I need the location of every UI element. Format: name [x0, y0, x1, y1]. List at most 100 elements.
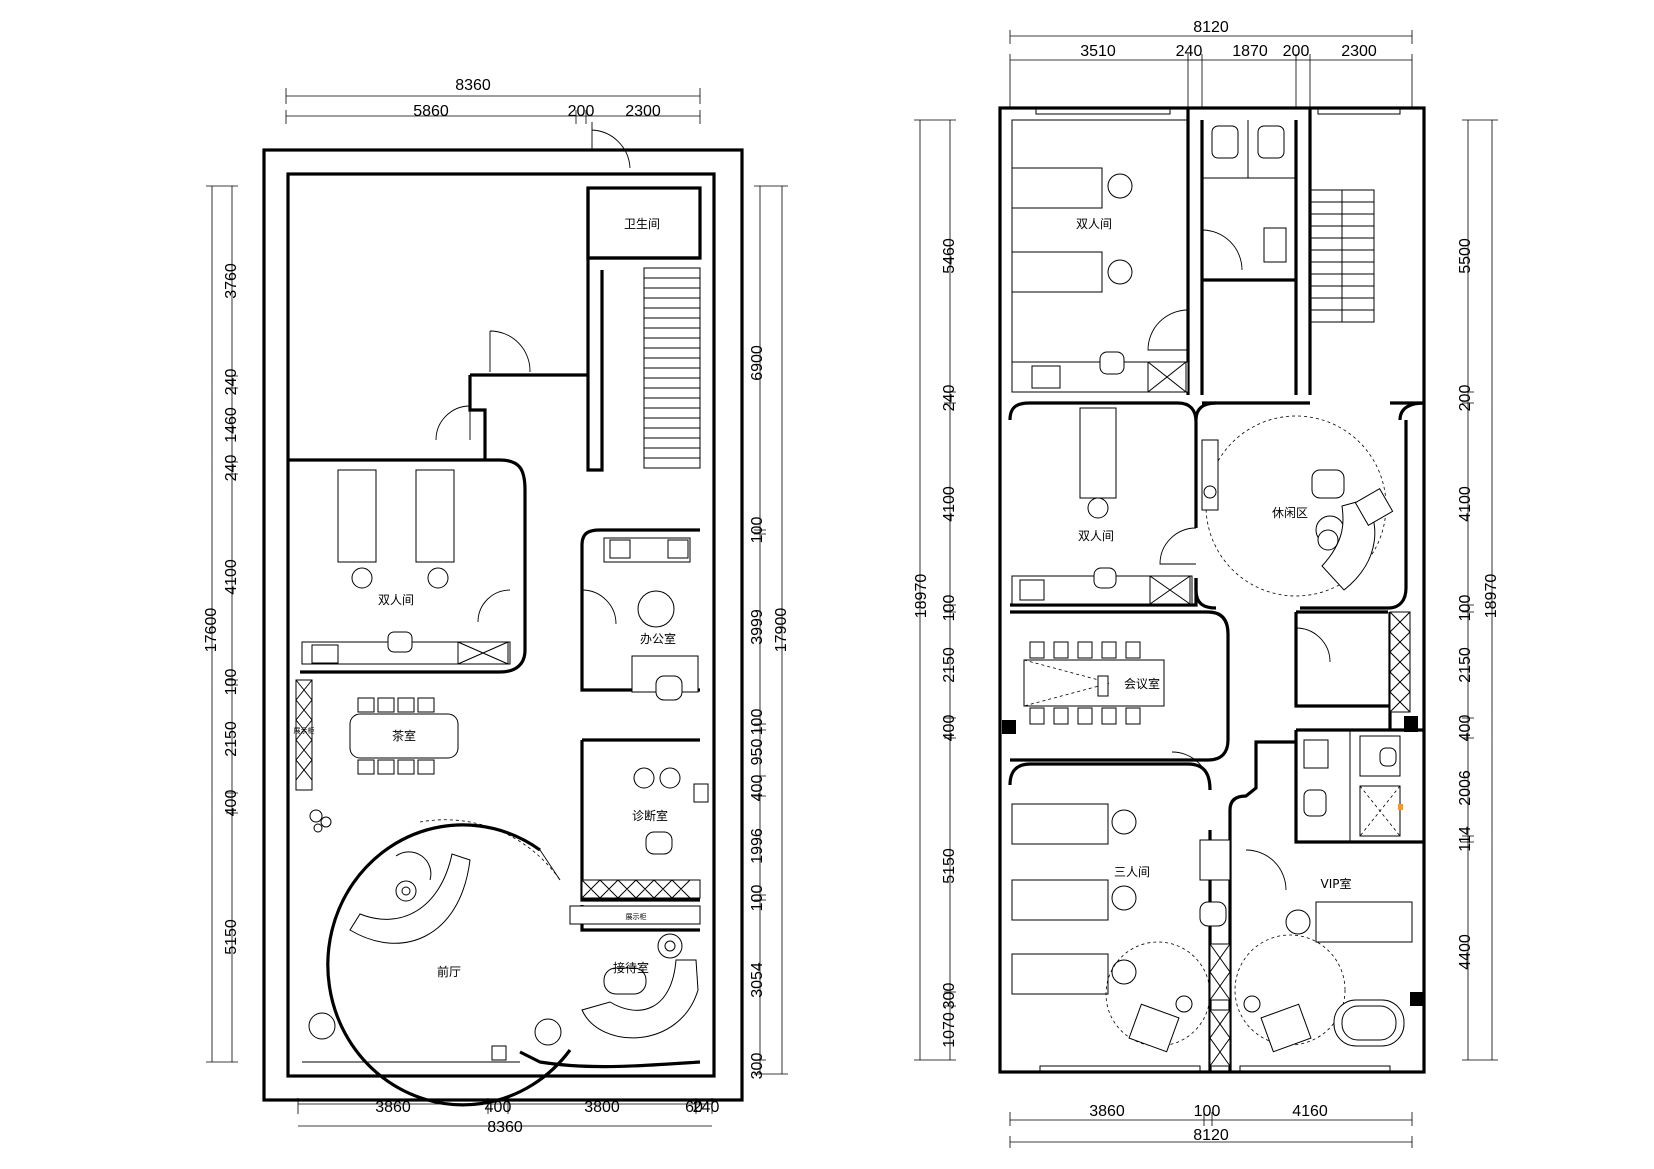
left-label-cabinet-right: 展示柜 [626, 912, 647, 921]
right-left-total: 18970 [913, 574, 930, 619]
left-diagnosis-room [581, 767, 709, 899]
right-right-seg-5: 2150 [1457, 647, 1474, 683]
right-top-total: 8120 [1193, 19, 1229, 36]
right-left-seg-3: 4100 [941, 486, 958, 522]
right-lounge [1194, 401, 1425, 610]
right-outer-walls [998, 106, 1426, 1074]
right-top-seg-2: 240 [1176, 43, 1203, 60]
right-stairs [1309, 189, 1375, 323]
left-label-lobby: 前厅 [437, 964, 461, 979]
left-bottom-total: 8360 [487, 1119, 523, 1136]
right-right-seg-6: 400 [1457, 715, 1474, 742]
left-bottom-seg-5: 240 [693, 1099, 720, 1116]
left-label-office: 办公室 [640, 631, 676, 646]
left-label-double-room: 双人间 [378, 593, 414, 607]
right-left-seg-6: 400 [941, 715, 958, 742]
right-left-seg-2: 240 [941, 385, 958, 412]
left-stair-walls [586, 188, 700, 472]
right-bathroom [1201, 120, 1296, 271]
left-reception [569, 905, 701, 1039]
left-bottom-seg-4: 60 [685, 1099, 703, 1116]
left-left-seg-3: 1460 [223, 407, 240, 443]
right-top-seg-5: 2300 [1341, 43, 1377, 60]
right-meeting-room [1002, 610, 1230, 762]
right-top-seg-1: 3510 [1080, 43, 1116, 60]
right-right-total: 18970 [1483, 574, 1500, 619]
right-label-double-room-b: 双人间 [1078, 529, 1114, 543]
right-triple-room [1008, 751, 1232, 1072]
right-floor-plan: 8120 3510 240 1870 200 2300 3860 100 416… [913, 19, 1500, 1148]
right-top-dimensions: 8120 3510 240 1870 200 2300 [1009, 19, 1413, 108]
left-right-seg-2: 100 [749, 517, 766, 544]
right-bottom-seg-3: 4160 [1292, 1103, 1328, 1120]
right-left-seg-5: 2150 [941, 647, 958, 683]
left-right-seg-6: 400 [749, 775, 766, 802]
right-bottom-dimensions: 3860 100 4160 8120 [1009, 1103, 1413, 1148]
left-tea-room [295, 679, 459, 791]
left-right-dimensions: 6900 100 3999 17900 100 950 400 1996 100… [749, 185, 790, 1080]
left-label-cabinet-left: 展示柜 [294, 726, 315, 735]
left-right-seg-9: 3054 [749, 962, 766, 998]
left-left-seg-2: 240 [223, 369, 240, 396]
right-right-dimensions: 5500 200 4100 18970 100 2150 400 2006 11… [1457, 119, 1500, 1061]
left-right-total: 17900 [773, 608, 790, 653]
left-bottom-seg-3: 3800 [584, 1099, 620, 1116]
right-left-seg-4: 100 [941, 595, 958, 622]
left-lobby [302, 809, 701, 1107]
right-label-vip: VIP室 [1321, 876, 1352, 891]
left-left-dimensions: 17600 3760 240 1460 240 4100 100 2150 40… [203, 185, 240, 1063]
right-top-seg-3: 1870 [1232, 43, 1268, 60]
right-left-seg-7: 5150 [941, 848, 958, 884]
left-right-seg-3: 3999 [749, 609, 766, 645]
left-top-dimensions: 8360 5860 200 2300 [285, 77, 701, 124]
right-bottom-seg-1: 3860 [1089, 1103, 1125, 1120]
left-left-seg-8: 400 [223, 790, 240, 817]
left-top-total: 8360 [455, 77, 491, 94]
left-left-seg-7: 2150 [223, 721, 240, 757]
left-office [581, 537, 699, 701]
left-right-seg-5: 950 [749, 739, 766, 766]
right-double-room-a [1011, 119, 1189, 393]
left-label-diagnosis: 诊断室 [632, 808, 668, 823]
left-bottom-dimensions: 3860 400 3800 60 240 8360 [297, 1098, 720, 1136]
left-stairs [643, 267, 701, 469]
left-right-seg-1: 6900 [749, 345, 766, 381]
left-label-bathroom: 卫生间 [624, 217, 660, 231]
left-door-top [591, 122, 631, 169]
left-top-seg-3: 2300 [625, 103, 661, 120]
left-label-reception: 接待室 [613, 960, 649, 975]
right-bottom-total: 8120 [1193, 1127, 1229, 1144]
left-double-room [301, 469, 511, 665]
left-void-walls [288, 373, 588, 674]
right-right-seg-1: 5500 [1457, 238, 1474, 274]
right-right-seg-2: 200 [1457, 385, 1474, 412]
left-right-seg-7: 1996 [749, 828, 766, 864]
left-top-seg-1: 5860 [413, 103, 449, 120]
left-right-seg-10: 300 [749, 1053, 766, 1080]
right-right-seg-4: 100 [1457, 595, 1474, 622]
right-right-seg-8: 114 [1457, 826, 1474, 852]
left-left-seg-1: 3760 [223, 263, 240, 299]
left-bottom-seg-1: 3860 [375, 1099, 411, 1116]
left-left-total: 17600 [203, 608, 220, 653]
right-right-seg-3: 4100 [1457, 486, 1474, 522]
right-label-triple-room: 三人间 [1114, 865, 1150, 879]
left-inner-walls [286, 172, 716, 1078]
right-label-lounge: 休闲区 [1272, 506, 1308, 520]
left-left-seg-5: 4100 [223, 559, 240, 595]
right-service-rooms [1294, 610, 1424, 844]
left-left-seg-4: 240 [223, 455, 240, 482]
left-right-seg-8: 100 [749, 885, 766, 912]
right-right-seg-9: 4400 [1457, 934, 1474, 970]
left-right-seg-4: 100 [749, 709, 766, 736]
left-left-seg-9: 5150 [223, 919, 240, 955]
right-left-seg-1: 5460 [941, 238, 958, 274]
right-left-dimensions: 18970 5460 240 4100 100 2150 400 5150 10… [913, 119, 958, 1061]
right-double-room-b [1008, 401, 1198, 607]
left-top-seg-2: 200 [568, 103, 595, 120]
right-left-seg-9: 300 [941, 983, 958, 1010]
right-vip-room [1228, 740, 1424, 1053]
right-label-double-room-a: 双人间 [1076, 217, 1112, 231]
right-bottom-seg-2: 100 [1194, 1103, 1221, 1120]
